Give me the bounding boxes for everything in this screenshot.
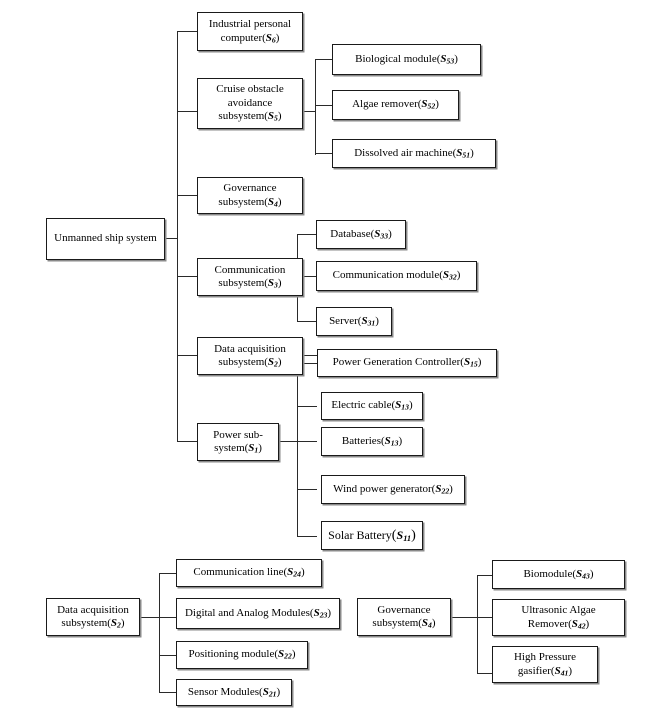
node-unmanned-ship-system[interactable]: Unmanned ship system (46, 218, 165, 260)
node-label: Unmanned ship system (54, 232, 157, 245)
connector-cruise-to-biological (315, 59, 332, 60)
node-algae-remover[interactable]: Algae remover(S52) (332, 90, 459, 120)
node-label: Database(S33) (330, 227, 392, 241)
node-database[interactable]: Database(S33) (316, 220, 406, 249)
connector-root-trunk (177, 31, 178, 442)
node-label: Dissolved air machine(S51) (354, 146, 474, 160)
node-label: Sensor Modules(S21) (187, 685, 281, 699)
connector-cruise-to-algae (315, 105, 332, 106)
node-batteries[interactable]: Batteries(S13) (321, 427, 423, 456)
connector-root-stub (165, 238, 178, 239)
connector-root-to-communication (177, 276, 198, 277)
node-label: Electric cable(S13) (331, 399, 413, 412)
node-label: Solar Battery(S11) (328, 526, 416, 543)
connector-lower-to-commline (159, 573, 176, 574)
connector-communication-to-server (297, 321, 316, 322)
node-label: Communication module(S32) (332, 269, 461, 282)
connector-lower-governance-stub (451, 617, 477, 618)
node-label: Batteries(S13) (341, 434, 403, 448)
node-label: Biological module(S53) (355, 52, 458, 66)
connector-lower-dataacq-stub (140, 617, 160, 618)
node-label: Power sub-system(S1) (213, 428, 263, 455)
node-label: Power Generation Controller(S15) (332, 356, 482, 369)
node-label: Communication line(S24) (193, 566, 305, 579)
connector-communication-box-stub (303, 276, 317, 277)
connector-root-to-cruise (177, 111, 198, 112)
node-electric-cable[interactable]: Electric cable(S13) (321, 392, 423, 420)
node-sensor-modules[interactable]: Sensor Modules(S21) (176, 679, 292, 706)
connector-lower-governance-trunk (477, 575, 478, 674)
connector-power-to-pgc (297, 363, 317, 364)
connector-lowerright-to-gasifier (477, 673, 492, 674)
connector-power-to-batteries (297, 441, 317, 442)
node-label: Wind power generator(S22) (333, 482, 453, 496)
node-power-subsystem[interactable]: Power sub-system(S1) (197, 423, 279, 461)
node-digital-and-analog-modules[interactable]: Digital and Analog Modules(S23) (176, 598, 340, 629)
connector-root-to-governance (177, 195, 198, 196)
connector-communication-to-database (297, 234, 316, 235)
node-label: Digital and Analog Modules(S23) (184, 606, 332, 620)
connector-root-to-dataacq (177, 355, 198, 356)
connector-lower-to-positioning (159, 655, 176, 656)
connector-cruise-stub (303, 111, 316, 112)
node-positioning-module[interactable]: Positioning module(S22) (176, 641, 308, 669)
connector-dataacq-stub (303, 355, 317, 356)
connector-lower-to-sensor (159, 692, 176, 693)
connector-power-to-solar (297, 536, 317, 537)
connector-lower-to-digital (159, 617, 176, 618)
connector-cruise-to-dissolved (315, 153, 332, 154)
connector-power-stub (279, 441, 298, 442)
connector-lowerright-to-ultrasonic (477, 617, 492, 618)
connector-cruise-trunk (315, 59, 316, 155)
connector-power-to-cable (297, 406, 317, 407)
node-biological-module[interactable]: Biological module(S53) (332, 44, 481, 75)
node-label: Positioning module(S22) (188, 648, 296, 661)
connector-root-to-ipc (177, 31, 198, 32)
node-biomodule[interactable]: Biomodule(S43) (492, 560, 625, 589)
node-wind-power-generator[interactable]: Wind power generator(S22) (321, 475, 465, 504)
node-power-generation-controller[interactable]: Power Generation Controller(S15) (317, 349, 497, 377)
connector-power-trunk (297, 363, 298, 537)
connector-lower-dataacq-trunk (159, 573, 160, 693)
node-label: Algae remover(S52) (352, 98, 439, 111)
node-label: Server(S31) (329, 314, 379, 328)
connector-root-to-power (177, 441, 198, 442)
node-communication-module[interactable]: Communication module(S32) (316, 261, 477, 291)
node-communication-line[interactable]: Communication line(S24) (176, 559, 322, 587)
node-label: Biomodule(S43) (523, 567, 594, 581)
connector-lowerright-to-biomodule (477, 575, 492, 576)
connector-power-to-wind (297, 489, 317, 490)
node-solar-battery[interactable]: Solar Battery(S11) (321, 521, 423, 550)
node-server[interactable]: Server(S31) (316, 307, 392, 336)
node-dissolved-air-machine[interactable]: Dissolved air machine(S51) (332, 139, 496, 168)
